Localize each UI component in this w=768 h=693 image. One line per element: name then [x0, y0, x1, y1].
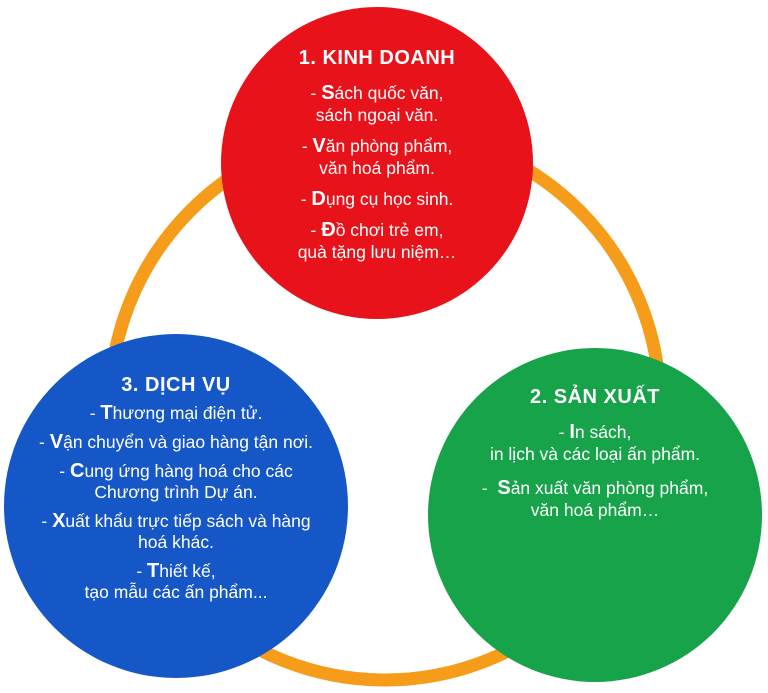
circle-dich-vu: 3. DỊCH VỤ - Thương mại điện tử. - Vận c… [4, 334, 348, 678]
item-text: hương mại điện tử. [112, 403, 263, 423]
item-initial: S [497, 477, 511, 499]
item-initial: V [49, 431, 64, 453]
list-item: - Văn phòng phẩm,văn hoá phẩm. [301, 135, 453, 178]
list-item: - Vận chuyển và giao hàng tận nơi. [39, 431, 313, 453]
item-text-2: văn hoá phẩm… [530, 500, 660, 520]
circle-title: 2. SẢN XUẤT [530, 386, 660, 408]
item-text: ồ chơi trẻ em, [335, 220, 444, 240]
circle-title: 3. DỊCH VỤ [121, 374, 231, 396]
item-initial: C [69, 460, 85, 482]
circle-kinh-doanh: 1. KINH DOANH - Sách quốc văn,sách ngoại… [221, 7, 533, 319]
list-item: - Dụng cụ học sinh. [300, 188, 454, 210]
item-text: ận chuyển và giao hàng tận nơi. [63, 432, 313, 452]
item-text: ụng cụ học sinh. [325, 189, 454, 209]
list-item: - Sản xuất văn phòng phẩm,văn hoá phẩm… [481, 477, 709, 520]
item-text-2: tạo mẫu các ấn phẩm... [84, 582, 268, 602]
item-text: n sách, [574, 422, 632, 442]
list-item: - In sách,in lịch và các loại ấn phẩm. [489, 421, 701, 464]
item-text-2: Chương trình Dự án. [94, 482, 258, 502]
item-text-2: sách ngoại văn. [315, 105, 439, 125]
list-item: - Thương mại điện tử. [89, 402, 263, 424]
item-text-2: hoá khác. [138, 532, 214, 552]
item-text-2: in lịch và các loại ấn phẩm. [489, 444, 701, 464]
item-initial: V [312, 135, 326, 157]
item-initial: X [52, 510, 66, 532]
item-text: hiết kế, [159, 561, 216, 581]
item-initial: D [311, 188, 326, 210]
item-text: uất khẩu trực tiếp sách và hàng [65, 511, 311, 531]
list-item: - Đồ chơi trẻ em,quà tặng lưu niệm… [297, 219, 457, 262]
list-item: - Sách quốc văn,sách ngoại văn. [310, 82, 444, 125]
item-initial: I [569, 421, 575, 443]
circle-title: 1. KINH DOANH [298, 47, 456, 69]
list-item: - Thiết kế,tạo mẫu các ấn phẩm... [84, 560, 268, 603]
item-text-2: văn hoá phẩm. [319, 158, 435, 178]
item-text: ăn phòng phẩm, [325, 136, 453, 156]
item-text: ung ứng hàng hoá cho các [84, 461, 293, 481]
item-text: ách quốc văn, [334, 83, 444, 103]
item-text-2: quà tặng lưu niệm… [297, 242, 457, 262]
circle-san-xuat: 2. SẢN XUẤT - In sách,in lịch và các loạ… [428, 348, 762, 682]
item-text: ản xuất văn phòng phẩm, [510, 478, 709, 498]
item-initial: S [321, 82, 335, 104]
item-initial: T [147, 560, 160, 582]
item-initial: Đ [321, 219, 336, 241]
item-initial: T [100, 402, 113, 424]
